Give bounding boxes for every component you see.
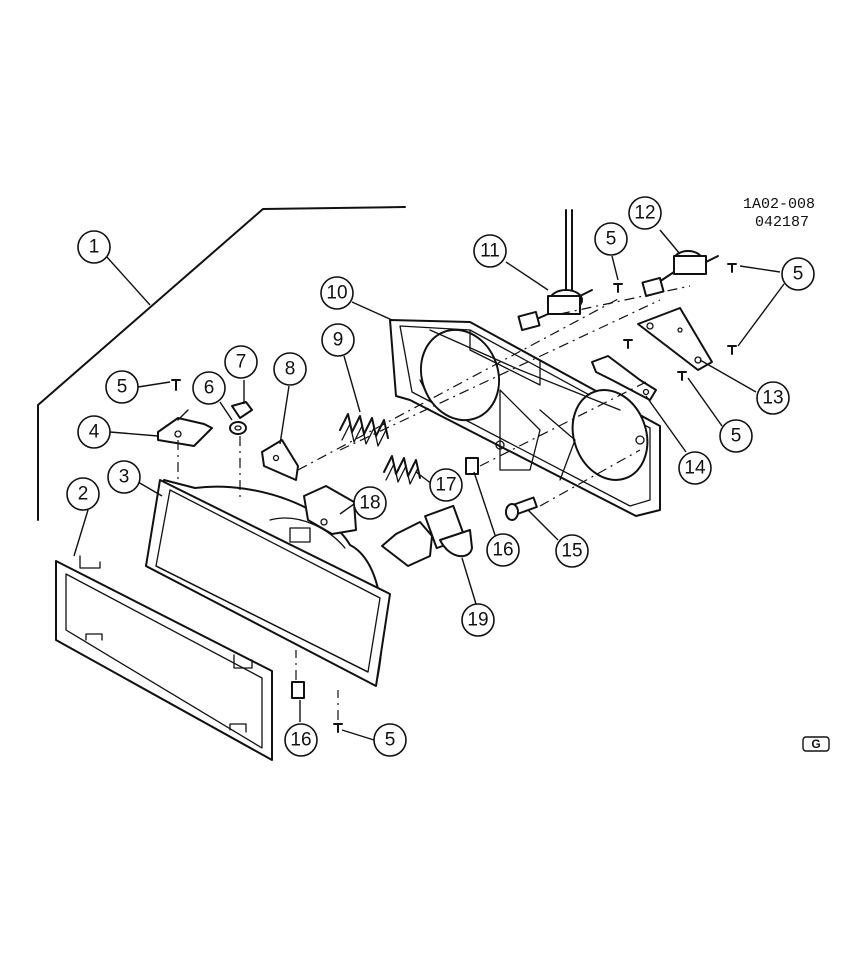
callout-2: 2 [66, 477, 100, 511]
svg-text:3: 3 [119, 467, 130, 488]
svg-text:10: 10 [326, 283, 347, 304]
callout-14: 14 [678, 451, 712, 485]
manufacturer-logo: G [802, 736, 830, 752]
svg-text:16: 16 [290, 730, 311, 751]
svg-text:13: 13 [762, 388, 783, 409]
callout-5d: 5 [719, 419, 753, 453]
callout-5e: 5 [373, 723, 407, 757]
svg-text:8: 8 [285, 359, 296, 380]
svg-text:18: 18 [359, 493, 380, 514]
callout-3: 3 [107, 460, 141, 494]
svg-text:12: 12 [634, 203, 655, 224]
svg-text:5: 5 [117, 377, 128, 398]
screw-housing [623, 339, 633, 349]
leader-lines [73, 229, 785, 741]
svg-text:7: 7 [236, 352, 247, 373]
svg-text:2: 2 [78, 484, 89, 505]
screw-right-mid [727, 345, 737, 355]
screw-upper-left [171, 379, 181, 391]
screw-bracket [677, 371, 687, 381]
callout-19: 19 [461, 603, 495, 637]
svg-text:11: 11 [480, 241, 500, 262]
retaining-clip-upper [465, 457, 479, 475]
svg-text:4: 4 [89, 422, 100, 443]
figure-code-line1: 1A02-008 [743, 196, 815, 213]
callout-18: 18 [353, 486, 387, 520]
svg-text:5: 5 [385, 730, 396, 751]
assembly-bracket-line [37, 206, 406, 521]
nut-part [229, 421, 247, 435]
svg-text:9: 9 [333, 330, 344, 351]
callout-10: 10 [320, 276, 354, 310]
screw-adjuster [613, 283, 623, 293]
callout-11: 11 [473, 234, 507, 268]
callout-7: 7 [224, 345, 258, 379]
upper-mounting-bracket [157, 409, 213, 447]
svg-text:G: G [811, 737, 820, 751]
callout-5c: 5 [781, 257, 815, 291]
retaining-bracket [591, 355, 657, 401]
svg-text:6: 6 [204, 378, 215, 399]
pivot-bolt [505, 496, 538, 521]
headlamp-bezel [55, 555, 273, 761]
callout-6: 6 [192, 371, 226, 405]
screw-lower [333, 723, 343, 733]
callout-1: 1 [77, 230, 111, 264]
screw-right-top [727, 263, 737, 273]
svg-text:15: 15 [561, 541, 582, 562]
mounting-plate [637, 307, 713, 371]
svg-text:19: 19 [467, 610, 488, 631]
horizontal-adjuster [641, 250, 719, 298]
callout-9: 9 [321, 323, 355, 357]
bulb-retainer [303, 485, 357, 535]
headlamp-bulb [381, 504, 473, 567]
svg-text:16: 16 [492, 540, 513, 561]
callout-16b: 16 [284, 723, 318, 757]
callout-16a: 16 [486, 533, 520, 567]
svg-text:5: 5 [731, 426, 742, 447]
alignment-lines [177, 285, 691, 720]
callout-8: 8 [273, 352, 307, 386]
callout-15: 15 [555, 534, 589, 568]
callout-5b: 5 [594, 222, 628, 256]
svg-text:5: 5 [606, 229, 617, 250]
clip-part [231, 401, 253, 419]
callout-4: 4 [77, 415, 111, 449]
vertical-adjuster [517, 209, 593, 332]
callout-12: 12 [628, 196, 662, 230]
callout-5a: 5 [105, 370, 139, 404]
svg-text:17: 17 [435, 475, 456, 496]
svg-text:5: 5 [793, 264, 804, 285]
callout-17: 17 [429, 468, 463, 502]
callout-13: 13 [756, 381, 790, 415]
adjuster-spring-upper [339, 413, 389, 447]
retaining-clip-lower [291, 681, 305, 699]
figure-code-line2: 042187 [755, 214, 809, 231]
headlamp-housing [389, 319, 661, 517]
svg-text:14: 14 [684, 458, 706, 479]
adjuster-spring-lower [383, 455, 421, 485]
pivot-bracket [261, 439, 299, 481]
headlamp-lens-assembly [145, 479, 391, 687]
svg-text:1: 1 [89, 237, 100, 258]
